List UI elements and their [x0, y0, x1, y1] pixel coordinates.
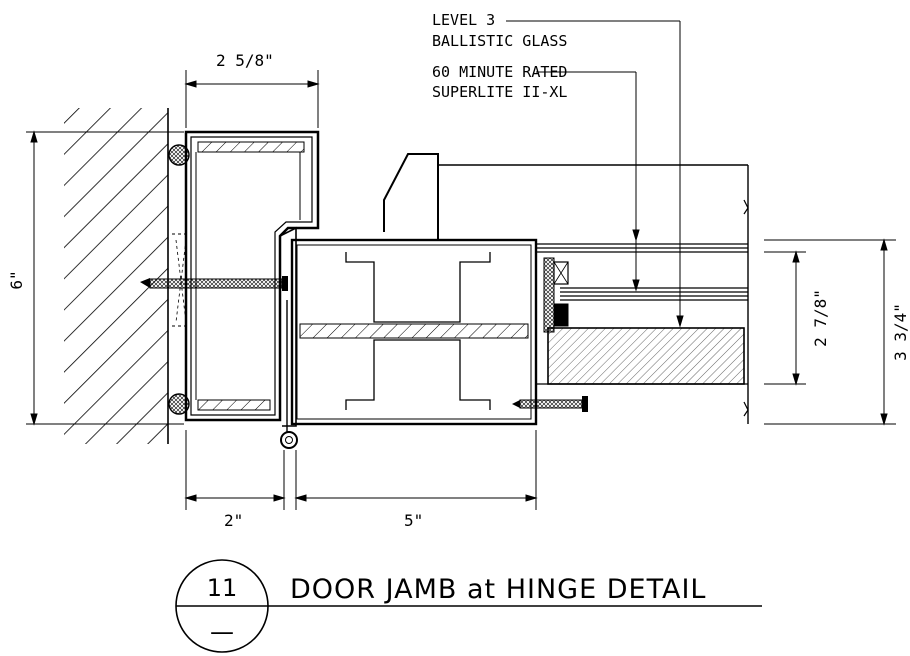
- sealant-bead: [168, 144, 190, 415]
- anchor-screw: [140, 276, 288, 291]
- anchor-zone: [172, 233, 190, 327]
- dim-top-width: 2 5/8": [216, 51, 274, 70]
- dim-bottom-left: 2": [224, 511, 243, 530]
- note-fire-line2: SUPERLITE II-XL: [432, 83, 567, 101]
- note-glass-line1: LEVEL 3: [432, 11, 495, 29]
- dim-right-outer: 3 3/4": [891, 303, 910, 361]
- detail-title-block: 11 — DOOR JAMB at HINGE DETAIL: [175, 559, 762, 653]
- leader-lines: [506, 20, 684, 328]
- note-fire-line1: 60 MINUTE RATED: [432, 63, 567, 81]
- dim-left-height: 6": [7, 270, 26, 289]
- dimension-lines: [26, 70, 896, 510]
- sheet-reference: —: [210, 618, 234, 646]
- dim-bottom-right: 5": [404, 511, 423, 530]
- glazing-assembly: [536, 243, 748, 385]
- hollow-metal-frame: [184, 130, 320, 427]
- detail-title: DOOR JAMB at HINGE DETAIL: [290, 574, 706, 605]
- detail-number: 11: [207, 574, 238, 602]
- door-stile: [290, 238, 538, 426]
- glazing-screw: [512, 396, 588, 412]
- note-glass-line2: BALLISTIC GLASS: [432, 32, 567, 50]
- hinge-knuckle: [280, 300, 298, 449]
- glazing-stop: [383, 153, 749, 424]
- dim-right-inner: 2 7/8": [811, 289, 830, 347]
- wall-section: [64, 108, 169, 444]
